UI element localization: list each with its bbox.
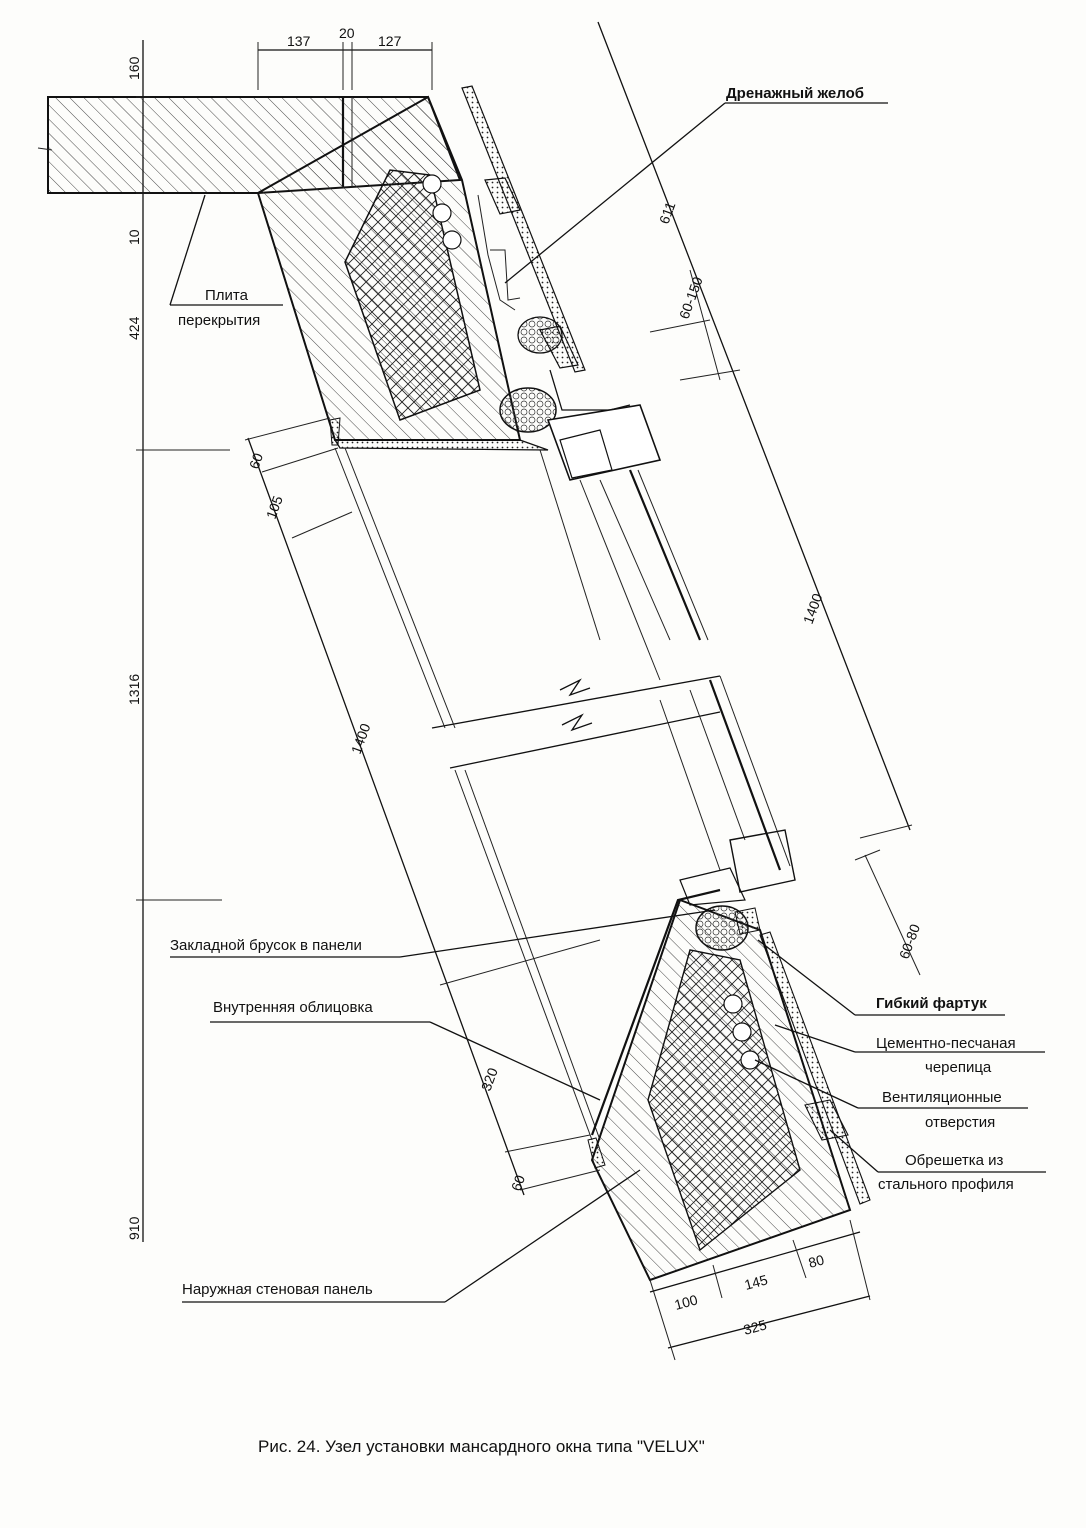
vent-hole-icon xyxy=(723,994,743,1014)
lower-wall-panel xyxy=(587,888,871,1282)
dim-325: 325 xyxy=(742,1316,769,1338)
dim-1316: 1316 xyxy=(126,674,142,705)
dim-105: 105 xyxy=(263,493,286,521)
dim-80: 80 xyxy=(807,1251,826,1271)
dimension-texts: 137 20 127 160 10 424 1316 910 60 105 14… xyxy=(126,25,923,1338)
upper-roof-tiles xyxy=(461,85,631,411)
label-slab-line2: перекрытия xyxy=(178,312,260,329)
dim-910: 910 xyxy=(126,1216,142,1240)
dim-10: 10 xyxy=(126,229,142,245)
label-slab-line1: Плита xyxy=(205,287,249,304)
dim-320: 320 xyxy=(478,1065,501,1093)
vent-hole-icon xyxy=(432,203,452,223)
label-inner-lining: Внутренняя облицовка xyxy=(213,999,373,1016)
roof-window xyxy=(334,404,796,1141)
dim-145: 145 xyxy=(743,1271,770,1293)
label-outer-wall-panel: Наружная стеновая панель xyxy=(182,1281,373,1298)
dim-20: 20 xyxy=(339,25,355,41)
dim-1400-inner: 1400 xyxy=(348,721,374,756)
label-vent-line2: отверстия xyxy=(925,1114,995,1131)
dim-60-150: 60-150 xyxy=(676,274,706,321)
dim-60-top: 60 xyxy=(246,451,266,471)
label-tile-line2: черепица xyxy=(925,1059,992,1076)
vent-hole-icon xyxy=(422,174,442,194)
vent-hole-icon xyxy=(442,230,462,250)
dim-424: 424 xyxy=(126,316,142,340)
dim-137: 137 xyxy=(287,33,311,49)
callout-labels: Дренажный желоб Плита перекрытия Закладн… xyxy=(170,85,1016,1298)
label-vent-line1: Вентиляционные xyxy=(882,1089,1002,1106)
dim-100: 100 xyxy=(673,1291,700,1313)
label-lath-line2: стального профиля xyxy=(878,1176,1014,1193)
vent-hole-icon xyxy=(740,1050,760,1070)
dim-160: 160 xyxy=(126,56,142,80)
dim-60-bottom: 60 xyxy=(508,1173,528,1193)
dim-1400-outer: 1400 xyxy=(800,591,826,626)
dimension-lines xyxy=(136,21,921,1361)
figure-caption: Рис. 24. Узел установки мансардного окна… xyxy=(258,1437,705,1456)
label-drainage-gutter: Дренажный желоб xyxy=(726,85,864,102)
dim-127: 127 xyxy=(378,33,402,49)
dim-60-80: 60-80 xyxy=(896,922,923,961)
leader-lines xyxy=(169,102,1046,1303)
vent-hole-icon xyxy=(732,1022,752,1042)
label-embedded-bar: Закладной брусок в панели xyxy=(170,937,362,954)
upper-wall-panel xyxy=(256,95,563,451)
label-flexible-apron: Гибкий фартук xyxy=(876,995,987,1012)
label-tile-line1: Цементно-песчаная xyxy=(876,1035,1016,1052)
dim-611: 611 xyxy=(656,199,679,226)
label-lath-line1: Обрешетка из xyxy=(905,1152,1003,1169)
